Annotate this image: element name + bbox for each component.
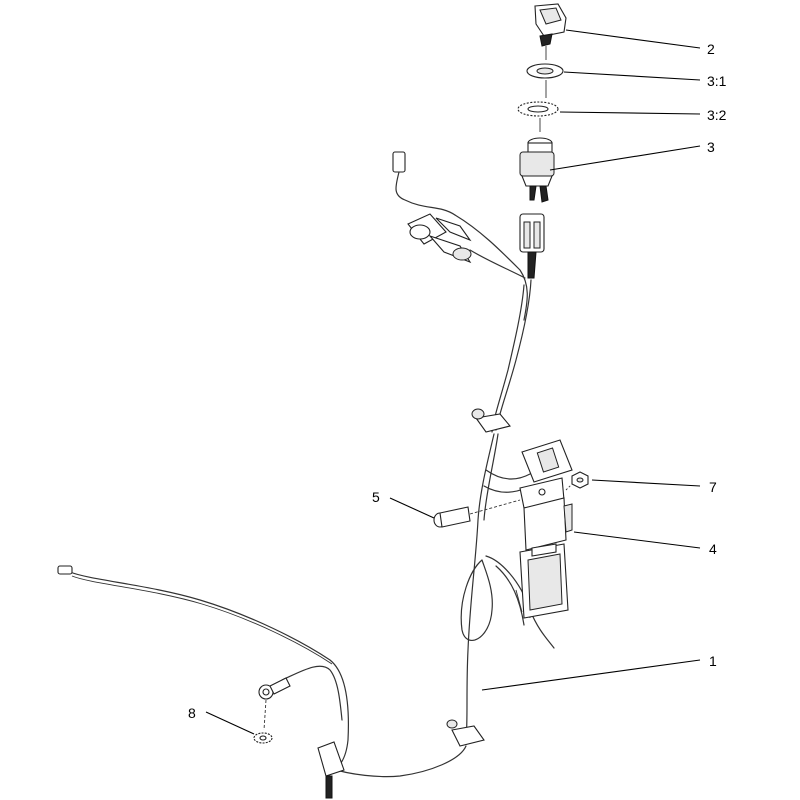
callout-7: 7: [709, 479, 717, 495]
callout-4: 4: [709, 541, 717, 557]
leader-2: [565, 29, 701, 49]
leader-3-1: [563, 71, 701, 81]
callout-2: 2: [707, 41, 715, 57]
ground-wire: [57, 565, 349, 799]
part-3-2-lock-washer: [517, 101, 559, 132]
upper-connectors: [392, 151, 545, 279]
callout-3-2: 3:2: [707, 107, 727, 123]
callout-5: 5: [372, 489, 380, 505]
part-8-star-washer: [253, 732, 273, 744]
leader-3-2: [559, 111, 701, 115]
part-2-key: [534, 3, 567, 60]
callout-3: 3: [707, 139, 715, 155]
callout-1: 1: [709, 653, 717, 669]
part-3-1-nut: [526, 63, 564, 98]
leader-lines: [205, 29, 701, 735]
part-5-bolt: [433, 499, 521, 528]
part-7-nut: [565, 471, 589, 491]
callout-3-1: 3:1: [707, 73, 727, 89]
callout-8: 8: [188, 705, 196, 721]
leader-1: [481, 659, 701, 691]
leader-4: [573, 531, 701, 549]
part-1-wire-harness: [329, 214, 555, 778]
leader-8: [205, 711, 255, 735]
leader-5: [389, 497, 435, 519]
callout-labels: 2 3:1 3:2 3 7 5 4 1 8: [188, 41, 727, 721]
part-3-switch: [519, 137, 555, 203]
part-4-module: [519, 439, 573, 619]
leader-3: [549, 145, 701, 171]
leader-7: [591, 479, 701, 487]
